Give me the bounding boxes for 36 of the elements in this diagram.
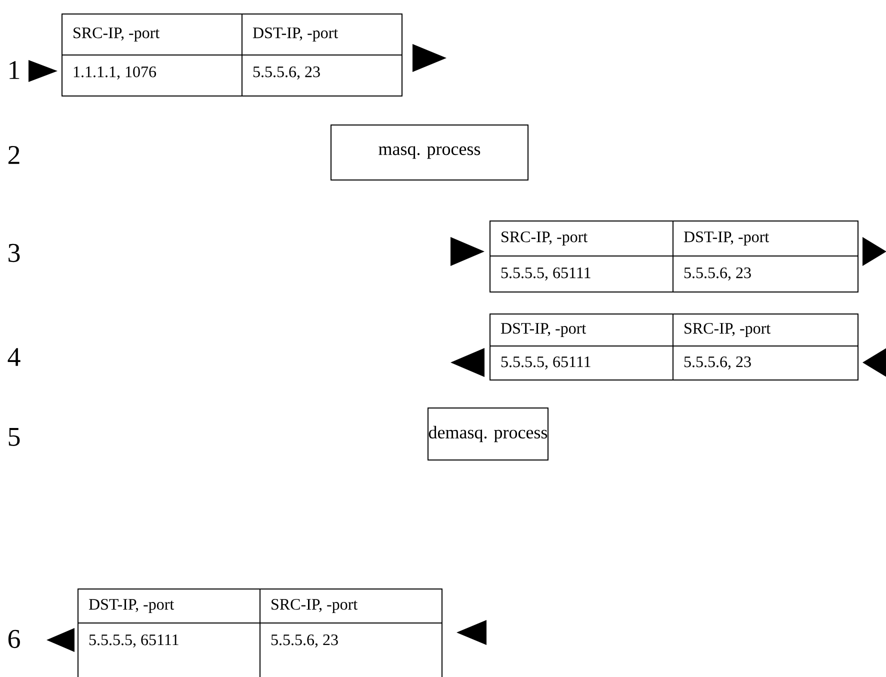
arrow [46, 628, 74, 652]
arrow [862, 348, 886, 377]
arrow [450, 237, 484, 266]
step-number: 6 [8, 630, 20, 648]
column-header: DST-IP, -port [252, 28, 338, 42]
column-header: SRC-IP, -port [502, 232, 588, 246]
arrow [28, 60, 58, 82]
column-header: SRC-IP, -port [272, 599, 358, 613]
column-header: DST-IP, -port [684, 232, 770, 246]
address-value: 5.5.5.5, 65111 [501, 267, 590, 281]
packet-table [78, 588, 442, 677]
address-value: 5.5.5.5, 65111 [89, 634, 178, 648]
column-header: DST-IP, -port [500, 323, 586, 337]
column-header: DST-IP, -port [88, 599, 174, 613]
column-header: SRC-IP, -port [74, 28, 160, 42]
address-value: 5.5.5.5, 65111 [501, 356, 590, 370]
step-number: 4 [8, 348, 20, 366]
process-box: masq. process [330, 124, 528, 180]
address-value: 5.5.5.6, 23 [684, 356, 751, 370]
step-number: 2 [8, 146, 20, 164]
packet-table [490, 314, 858, 380]
process-box: demasq. process [428, 408, 548, 460]
step-number: 5 [8, 428, 20, 446]
arrow [456, 620, 486, 645]
arrow [450, 348, 484, 377]
packet-table [62, 14, 402, 96]
address-value: 1.1.1.1, 1076 [74, 66, 156, 80]
step-number: 3 [8, 244, 20, 262]
step-number: 1 [10, 61, 20, 79]
arrow [862, 237, 886, 266]
address-value: 5.5.5.6, 23 [684, 267, 751, 281]
address-value: 5.5.5.6, 23 [271, 634, 338, 648]
packet-table [490, 220, 858, 292]
address-value: 5.5.5.6, 23 [253, 66, 320, 80]
column-header: SRC-IP, -port [684, 323, 771, 337]
arrow [412, 44, 446, 72]
